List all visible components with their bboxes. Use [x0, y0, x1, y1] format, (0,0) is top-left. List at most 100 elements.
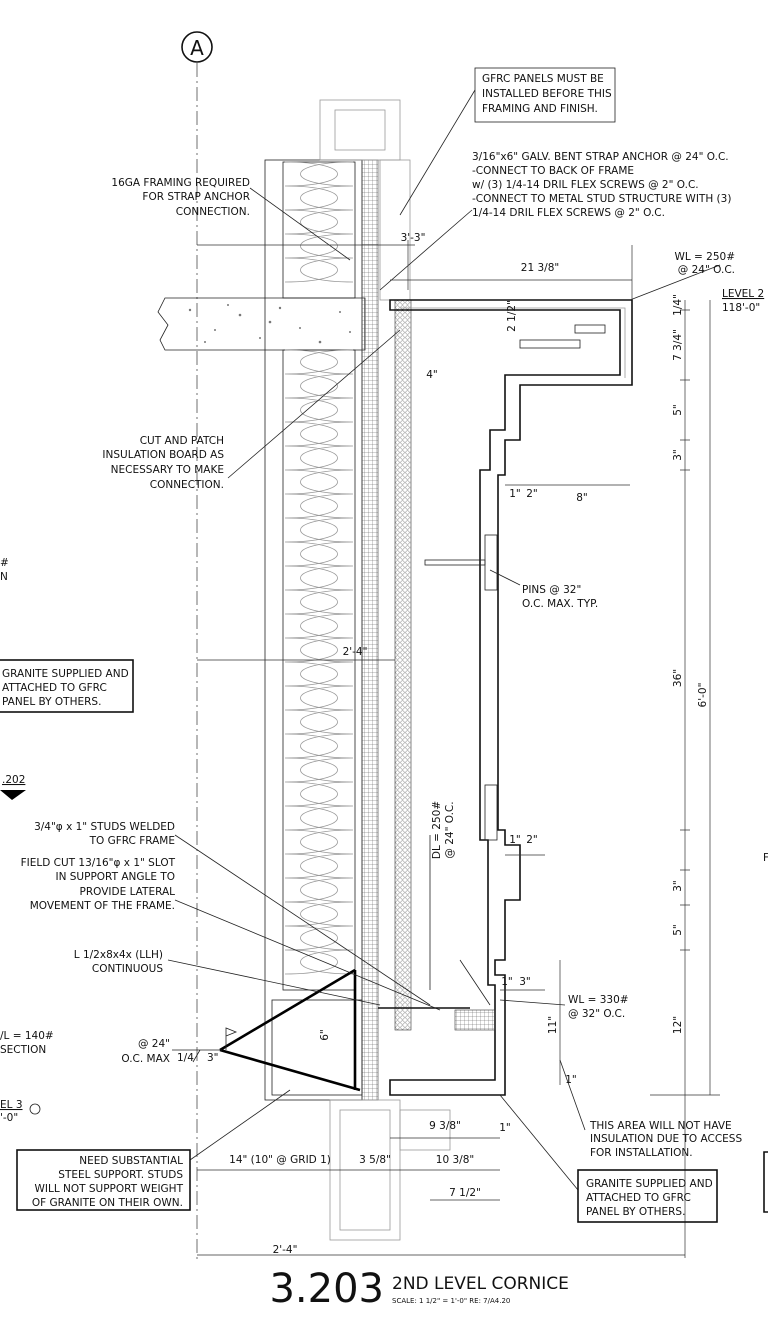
svg-text:OF GRANITE ON THEIR OWN.: OF GRANITE ON THEIR OWN.	[32, 1197, 183, 1209]
svg-text:2": 2"	[526, 488, 538, 500]
right-edge-partial: F	[763, 852, 768, 1213]
svg-text:FOR INSTALLATION.: FOR INSTALLATION.	[590, 1147, 693, 1159]
svg-text:@ 24" O.C.: @ 24" O.C.	[678, 264, 735, 276]
svg-text:6": 6"	[319, 1029, 331, 1041]
svg-text:NECESSARY TO MAKE: NECESSARY TO MAKE	[111, 464, 224, 476]
dimension-lines	[197, 240, 720, 1258]
svg-text:GRANITE SUPPLIED AND: GRANITE SUPPLIED AND	[2, 668, 129, 680]
svg-text:5": 5"	[672, 924, 684, 936]
svg-text:EL 3: EL 3	[0, 1099, 23, 1111]
batt-insulation	[284, 161, 354, 975]
note-studs-welded: 3/4"φ x 1" STUDS WELDED TO GFRC FRAME	[34, 821, 175, 847]
svg-text:PANEL BY OTHERS.: PANEL BY OTHERS.	[586, 1206, 685, 1218]
svg-text:WL = 330#: WL = 330#	[568, 994, 629, 1006]
level-3-marker: EL 3 '-0"	[0, 1099, 41, 1124]
svg-text:WL = 250#: WL = 250#	[674, 251, 735, 263]
svg-text:2'-4": 2'-4"	[343, 646, 368, 658]
svg-text:TO GFRC FRAME: TO GFRC FRAME	[89, 835, 175, 847]
weld-symbol: @ 24" O.C. MAX 1/4 3"	[121, 1027, 238, 1065]
svg-text:5": 5"	[672, 404, 684, 416]
svg-text:4": 4"	[426, 369, 438, 381]
note-angle: L 1/2x8x4x (LLH) CONTINUOUS	[74, 949, 164, 975]
svg-text:L 1/2x8x4x (LLH): L 1/2x8x4x (LLH)	[74, 949, 163, 961]
svg-text:1": 1"	[509, 834, 521, 846]
svg-text:CONNECTION.: CONNECTION.	[176, 206, 250, 218]
svg-text:7 3/4": 7 3/4"	[672, 329, 684, 361]
grid-line-a: A	[181, 31, 213, 1262]
svg-text:21 3/8": 21 3/8"	[521, 262, 559, 274]
svg-text:INSULATION DUE TO ACCESS: INSULATION DUE TO ACCESS	[590, 1133, 742, 1145]
dimension-labels: 3'-3" 21 3/8" 2 1/2" 4" 1" 2" 8" 2'-4" 1…	[229, 232, 709, 1256]
note-16ga-framing: 16GA FRAMING REQUIRED FOR STRAP ANCHOR C…	[111, 177, 250, 218]
svg-text:1": 1"	[499, 1122, 511, 1134]
svg-text:@ 32" O.C.: @ 32" O.C.	[568, 1008, 625, 1020]
svg-text:ATTACHED TO GFRC: ATTACHED TO GFRC	[2, 682, 107, 694]
svg-text:PANEL BY OTHERS.: PANEL BY OTHERS.	[2, 696, 101, 708]
svg-text:1/4-14 DRIL FLEX SCREWS @ 2" O: 1/4-14 DRIL FLEX SCREWS @ 2" O.C.	[472, 207, 665, 219]
svg-text:INSULATION BOARD AS: INSULATION BOARD AS	[102, 449, 224, 461]
note-wl-250: WL = 250# @ 24" O.C.	[674, 251, 735, 276]
svg-text:#: #	[0, 557, 9, 569]
svg-text:LEVEL 2: LEVEL 2	[722, 288, 764, 300]
svg-text:1/4: 1/4	[177, 1052, 194, 1064]
svg-text:CONNECTION.: CONNECTION.	[150, 479, 224, 491]
svg-text:3'-3": 3'-3"	[401, 232, 426, 244]
title-name: 2ND LEVEL CORNICE	[392, 1274, 569, 1294]
stud-wall	[264, 159, 412, 1101]
svg-text:WILL NOT SUPPORT WEIGHT: WILL NOT SUPPORT WEIGHT	[34, 1183, 183, 1195]
svg-text:14" (10" @ GRID 1): 14" (10" @ GRID 1)	[229, 1154, 331, 1166]
svg-text:O.C. MAX: O.C. MAX	[121, 1053, 170, 1065]
title-scale: SCALE: 1 1/2" = 1'-0" RE: 7/A4.20	[392, 1297, 510, 1305]
svg-text:2'-4": 2'-4"	[273, 1244, 298, 1256]
svg-text:INSTALLED BEFORE THIS: INSTALLED BEFORE THIS	[482, 88, 612, 100]
note-gfrc-install: GFRC PANELS MUST BE INSTALLED BEFORE THI…	[474, 67, 616, 123]
note-strap-anchor: 3/16"x6" GALV. BENT STRAP ANCHOR @ 24" O…	[472, 151, 731, 219]
title-number: 3.203	[269, 1266, 384, 1312]
svg-text:THIS AREA WILL NOT HAVE: THIS AREA WILL NOT HAVE	[589, 1120, 732, 1132]
svg-text:MOVEMENT OF THE FRAME.: MOVEMENT OF THE FRAME.	[30, 900, 175, 912]
svg-text:1/4": 1/4"	[672, 294, 684, 316]
svg-text:-CONNECT TO METAL STUD STRUCTU: -CONNECT TO METAL STUD STRUCTURE WITH (3…	[472, 193, 731, 205]
svg-text:1": 1"	[509, 488, 521, 500]
svg-text:FOR STRAP ANCHOR: FOR STRAP ANCHOR	[142, 191, 250, 203]
note-dl-250: DL = 250# @ 24" O.C.	[431, 801, 456, 859]
svg-text:GRANITE SUPPLIED AND: GRANITE SUPPLIED AND	[586, 1178, 713, 1190]
svg-text:8": 8"	[576, 492, 588, 504]
svg-text:36": 36"	[672, 669, 684, 687]
note-granite-right: GRANITE SUPPLIED AND ATTACHED TO GFRC PA…	[577, 1169, 718, 1223]
svg-text:w/ (3) 1/4-14 DRIL FLEX SCREWS: w/ (3) 1/4-14 DRIL FLEX SCREWS @ 2" O.C.	[472, 179, 699, 191]
note-no-insulation: THIS AREA WILL NOT HAVE INSULATION DUE T…	[589, 1120, 742, 1159]
steel-support-angle	[219, 959, 491, 1092]
svg-text:3": 3"	[207, 1052, 219, 1064]
section-reference: .202	[0, 774, 26, 800]
svg-text:3": 3"	[672, 449, 684, 461]
svg-text:3/4"φ x 1" STUDS WELDED: 3/4"φ x 1" STUDS WELDED	[34, 821, 175, 833]
note-steel-support: NEED SUBSTANTIAL STEEL SUPPORT. STUDS WI…	[16, 1149, 191, 1211]
svg-text:GFRC PANELS MUST BE: GFRC PANELS MUST BE	[482, 73, 604, 85]
svg-text:STEEL SUPPORT. STUDS: STEEL SUPPORT. STUDS	[58, 1169, 183, 1181]
svg-text:PINS @ 32": PINS @ 32"	[522, 584, 581, 596]
grid-bubble-label: A	[190, 36, 204, 60]
note-left-partial: # N	[0, 557, 9, 583]
note-field-cut: FIELD CUT 13/16"φ x 1" SLOT IN SUPPORT A…	[21, 857, 176, 912]
svg-text:9 3/8": 9 3/8"	[429, 1120, 461, 1132]
svg-text:CUT AND PATCH: CUT AND PATCH	[140, 435, 224, 447]
note-wl-330: WL = 330# @ 32" O.C.	[568, 994, 629, 1020]
svg-text:N: N	[0, 571, 8, 583]
svg-text:2": 2"	[526, 834, 538, 846]
note-pins: PINS @ 32" O.C. MAX. TYP.	[522, 584, 598, 610]
svg-text:SECTION: SECTION	[0, 1044, 46, 1056]
note-wl-140: /L = 140# SECTION	[0, 1030, 54, 1056]
svg-text:DL = 250#: DL = 250#	[431, 801, 443, 859]
svg-text:@ 24" O.C.: @ 24" O.C.	[444, 801, 456, 858]
svg-text:'-0": '-0"	[0, 1112, 18, 1124]
svg-text:3": 3"	[519, 976, 531, 988]
svg-text:3/16"x6" GALV. BENT STRAP ANCH: 3/16"x6" GALV. BENT STRAP ANCHOR @ 24" O…	[472, 151, 729, 163]
svg-text:3": 3"	[672, 880, 684, 892]
svg-text:11": 11"	[547, 1016, 559, 1034]
svg-text:7 1/2": 7 1/2"	[449, 1187, 481, 1199]
svg-text:/L = 140#: /L = 140#	[0, 1030, 54, 1042]
svg-text:-CONNECT TO BACK OF FRAME: -CONNECT TO BACK OF FRAME	[472, 165, 634, 177]
svg-text:FIELD CUT 13/16"φ x 1" SLOT: FIELD CUT 13/16"φ x 1" SLOT	[21, 857, 176, 869]
svg-text:F: F	[763, 852, 768, 864]
